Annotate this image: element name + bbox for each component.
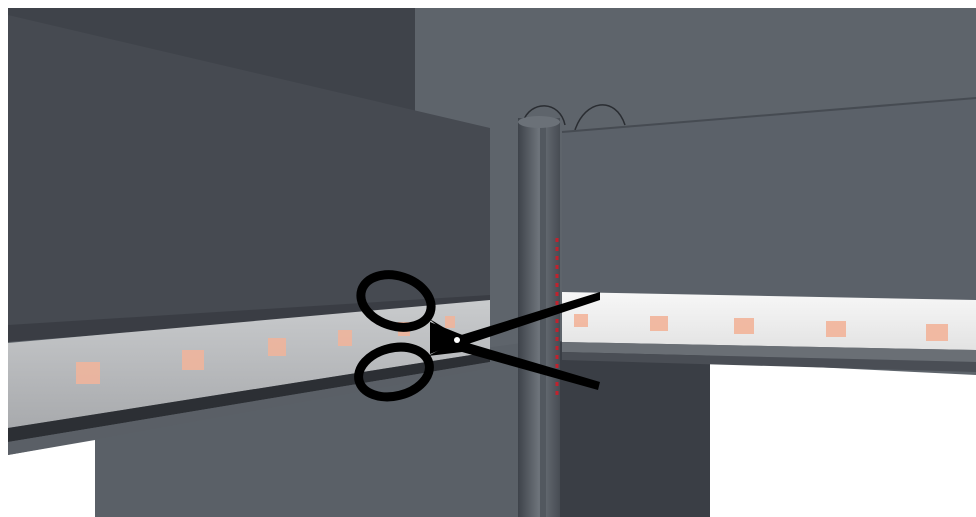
lower-wall-right bbox=[545, 340, 710, 517]
led-chip bbox=[182, 350, 204, 370]
white-floor-right bbox=[710, 362, 976, 517]
led-chip bbox=[826, 321, 846, 337]
led-chip bbox=[734, 318, 754, 334]
led-channel-right bbox=[562, 292, 976, 350]
led-chip bbox=[574, 314, 588, 327]
led-chip bbox=[445, 316, 455, 328]
led-chip bbox=[338, 330, 352, 346]
led-chip bbox=[926, 324, 948, 341]
cabinet-right bbox=[562, 98, 976, 300]
led-chip bbox=[76, 362, 100, 384]
led-chip bbox=[650, 316, 668, 331]
led-chip bbox=[268, 338, 286, 356]
corner-post-top bbox=[518, 116, 560, 128]
